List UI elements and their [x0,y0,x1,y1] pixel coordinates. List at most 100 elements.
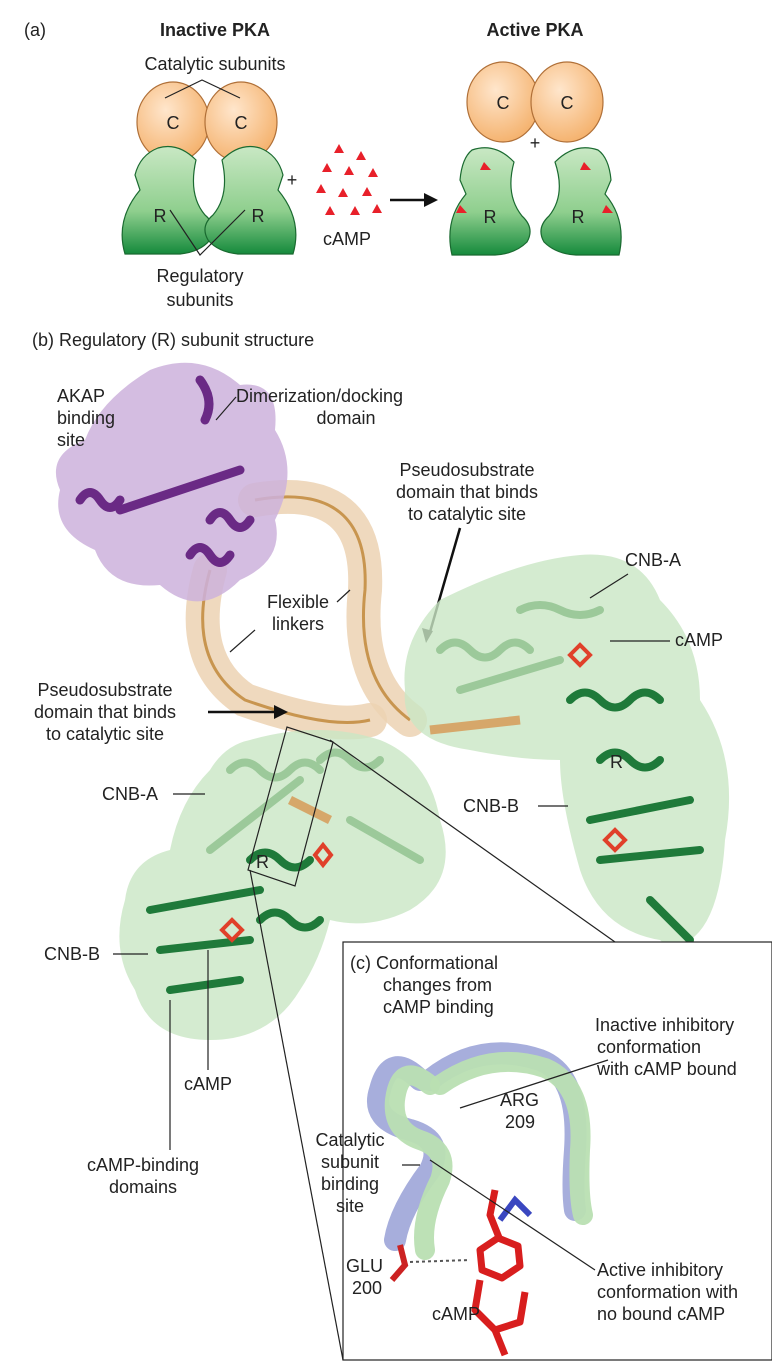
active-label-2: conformation with [597,1282,738,1302]
inactive-label-3: with cAMP bound [596,1059,737,1079]
right-camp-molecules [567,642,628,853]
cat-site-label-4: site [336,1196,364,1216]
dimerization-domain-ribbon [75,375,255,567]
binding-label-1: cAMP-binding [87,1155,199,1175]
pseudo-left-3: to catalytic site [46,724,164,744]
glu-label-1: GLU [346,1256,383,1276]
dimer-leader [215,396,237,421]
panel-c-title-2: changes from [383,975,492,995]
akap-label-3: site [57,430,85,450]
flexible-linker-2-core [254,495,411,722]
cat-site-label-2: subunit [321,1152,379,1172]
flexible-label-1: Flexible [267,592,329,612]
left-cnbb-label: CNB-B [44,944,100,964]
pseudo-top-1: Pseudosubstrate [399,460,534,480]
active-label-3: no bound cAMP [597,1304,725,1324]
glu200-residue [389,1244,409,1282]
regulatory-leader [169,209,246,256]
catalytic-subunits-label: Catalytic subunits [144,54,285,74]
inactive-pka-title: Inactive PKA [160,20,270,40]
cat-site-label-3: binding [321,1174,379,1194]
left-camp-label: cAMP [184,1074,232,1094]
left-cnba-ribbon [206,748,424,864]
arg-label-1: ARG [500,1090,539,1110]
right-cnbb-label: CNB-B [463,796,519,816]
active-tube-right [430,1051,593,1225]
flex-leader-2 [229,629,256,653]
dimer-label-2: domain [316,408,375,428]
akap-label-1: AKAP [57,386,105,406]
active-regulatory-2 [540,147,622,256]
cat-site-label-1: Catalytic [315,1130,384,1150]
right-pseudosubstrate [429,715,521,735]
camp-molecules [316,144,382,215]
flex-leader-1 [336,589,351,603]
pseudo-left-arrowhead [274,705,288,719]
binding-label-2: domains [109,1177,177,1197]
right-cnbb-ribbon [566,688,704,944]
active-leader [429,1159,596,1271]
glu-label-2: 200 [352,1278,382,1298]
catalytic-leader [164,79,241,99]
pseudo-top-2: domain that binds [396,482,538,502]
regulatory-subunit-1 [121,145,214,255]
camp-structure [471,1189,529,1357]
camp-label-c: cAMP [432,1304,480,1324]
akap-label-2: binding [57,408,115,428]
c-letter-4: C [561,93,574,113]
active-catalytic-2 [530,61,604,143]
left-cnba-label: CNB-A [102,784,158,804]
panel-c-frame [342,941,772,1361]
right-camp-label: cAMP [675,630,723,650]
pseudo-left-2: domain that binds [34,702,176,722]
inactive-leader [459,1059,609,1109]
hydrogen-bond [409,1259,471,1263]
panel-b: (b) Regulatory (R) subunit structure AKA… [32,330,730,1361]
active-regulatory-1 [449,147,531,256]
zoom-connector-1 [329,739,616,943]
r-letter-3: R [484,207,497,227]
panel-a: (a) Inactive PKA Active PKA Catalytic su… [24,20,622,310]
r-letter-2: R [252,206,265,226]
dimer-label-1: Dimerization/docking [236,386,403,406]
arg209-residue [497,1195,533,1222]
right-r-letter: R [610,752,623,772]
active-pka-title: Active PKA [486,20,583,40]
c-letter-2: C [235,113,248,133]
flexible-linker-1-core [201,569,371,724]
r-letter-1: R [154,206,167,226]
right-cnba-label: CNB-A [625,550,681,570]
arg-label-2: 209 [505,1112,535,1132]
left-r-subunit-surface [119,730,446,1040]
panel-a-tag: (a) [24,20,46,40]
zoom-connector-2 [249,869,344,1361]
c-letter-3: C [497,93,510,113]
left-cnbb-ribbon [146,848,324,994]
pseudo-top-3: to catalytic site [408,504,526,524]
regulatory-label-2: subunits [166,290,233,310]
bound-camp [456,162,613,213]
right-cnba-leader [589,573,629,599]
inactive-label-1: Inactive inhibitory [595,1015,734,1035]
active-tube-left [384,1065,453,1260]
panel-c-title-1: (c) Conformational [350,953,498,973]
inactive-label-2: conformation [597,1037,701,1057]
dimerization-domain-surface [55,362,288,602]
panel-c: (c) Conformational changes from cAMP bin… [315,941,772,1361]
camp-label-a: cAMP [323,229,371,249]
plus-sign-1: + [287,170,298,190]
regulatory-label-1: Regulatory [156,266,243,286]
r-letter-4: R [572,207,585,227]
reaction-arrowhead [424,193,438,207]
plus-sign-2: + [530,133,541,153]
left-r-letter: R [256,852,269,872]
right-cnba-ribbon [436,601,604,694]
regulatory-subunit-2 [204,145,297,255]
left-pseudosubstrate [287,795,333,825]
left-camp-molecules [219,841,334,943]
pseudo-left-1: Pseudosubstrate [37,680,172,700]
flexible-label-2: linkers [272,614,324,634]
c-letter-1: C [167,113,180,133]
panel-b-title: (b) Regulatory (R) subunit structure [32,330,314,350]
